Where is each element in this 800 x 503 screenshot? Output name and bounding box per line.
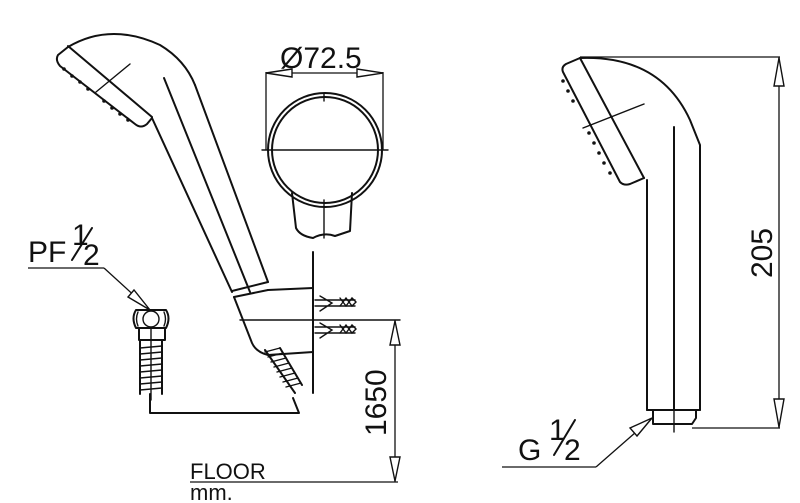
shower-head-face [55,46,153,128]
centerline-head-right [582,103,645,129]
hex-nut [132,309,170,329]
wall-bracket-side [233,251,401,394]
centerline-head [95,63,131,93]
handle-outer-left [151,117,233,293]
mount-height-dimension: 1650 [360,320,401,482]
inlet-hose [139,339,163,395]
spray-nozzles-right [561,79,612,175]
face-plate-right [579,57,645,179]
pf-thread-callout: PF 1 2 [28,219,151,311]
handle-end [231,281,269,292]
bracket-body [233,287,314,356]
hose-near-bracket [264,347,303,394]
bracket-stem [291,192,353,239]
thread-end [652,410,697,425]
right-hand-shower [561,56,701,433]
shower-head-outline-right [579,56,701,411]
shower-head-outline [67,33,196,86]
face-plate-line [67,45,153,118]
left-hand-shower [55,33,269,298]
shower-head-face-right [561,57,645,186]
g-denominator: 2 [564,434,581,467]
units-label: mm. [190,480,233,503]
mount-height-value: 1650 [360,369,393,436]
wall-anchor-bottom [314,322,357,339]
hose-path [149,393,300,414]
pf-denominator: 2 [83,239,100,272]
length-dimension: 205 [580,56,785,429]
handle-end-2 [233,289,269,298]
pf-prefix: PF [28,236,66,269]
g-thread-callout: G 1 2 [502,414,653,468]
g-numerator: 1 [549,414,566,447]
nut-collar [138,327,166,341]
bracket-front-view: Ø72.5 [261,42,389,239]
inlet-nut [132,309,170,401]
diameter-label: Ø72.5 [280,42,362,75]
floor-reference: FLOOR mm. [190,459,398,503]
floor-label: FLOOR [190,459,266,484]
g-prefix: G [518,434,541,467]
handle-inner-line [163,77,251,293]
wall-anchor-top [314,295,357,312]
handle-outer-right [194,84,269,283]
pf-numerator: 1 [72,219,89,252]
length-value: 205 [746,228,779,278]
spray-nozzles [62,67,130,122]
